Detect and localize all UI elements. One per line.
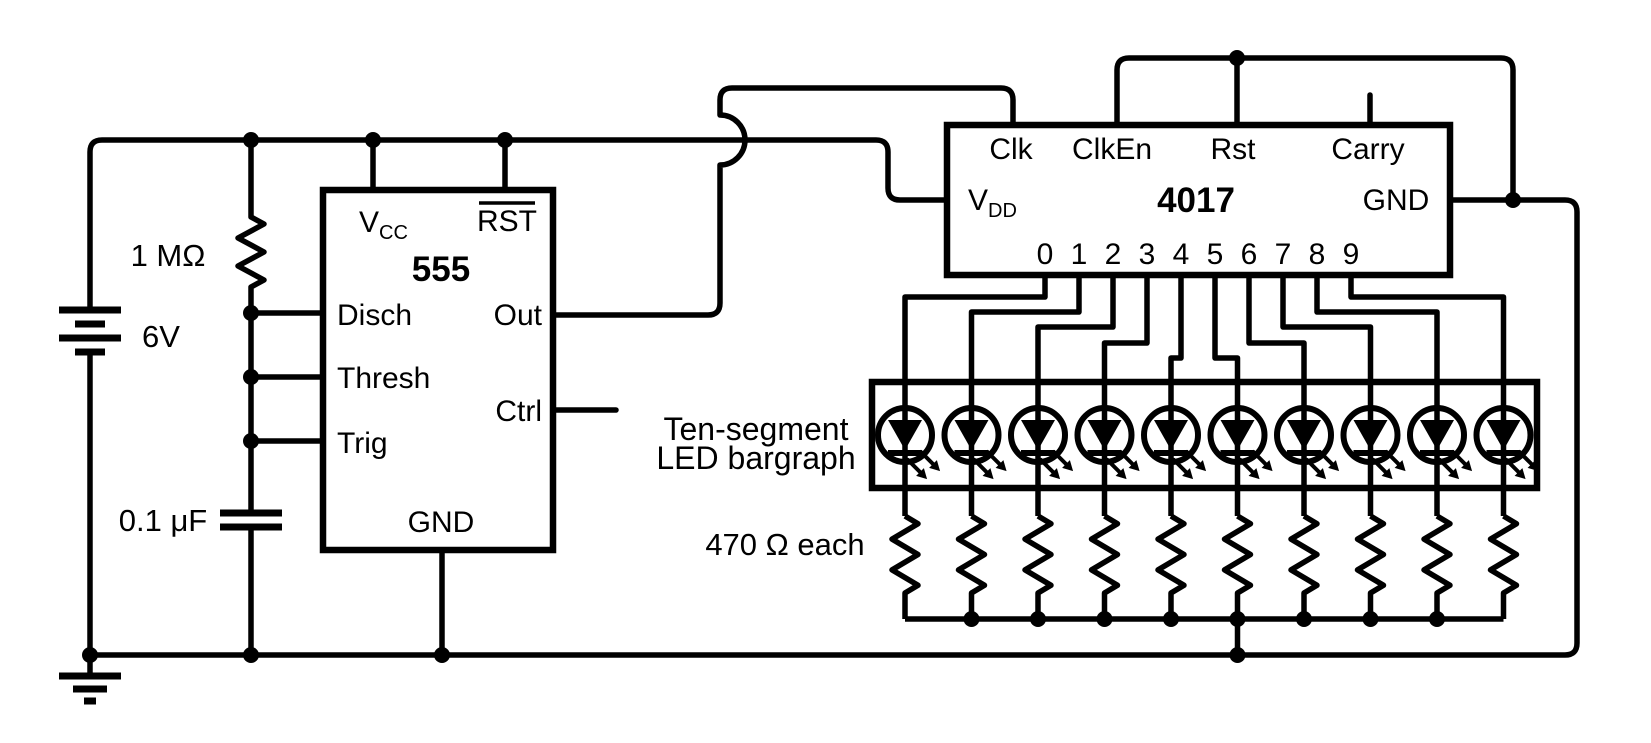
wire-ground-rail: [90, 197, 1580, 658]
led-symbol-5: [1207, 382, 1273, 516]
output-wire-4: [1168, 275, 1184, 382]
label-resistors-value: 470 Ω each: [705, 527, 864, 562]
label-4017-clken: ClkEn: [1072, 133, 1152, 166]
led-symbol-3: [1074, 382, 1140, 516]
label-4017-rst: Rst: [1211, 133, 1257, 166]
label-output-5: 5: [1207, 238, 1224, 271]
label-bargraph-line1: Ten-segment: [664, 411, 849, 447]
junction-dot: [1030, 611, 1046, 627]
junction-dots: [82, 50, 1521, 663]
junction-dot: [1163, 611, 1179, 627]
resistor-1mohm: [235, 140, 267, 513]
label-c1-value: 0.1 μF: [119, 503, 208, 538]
led-bargraph-body: [868, 378, 1541, 492]
chip-555-body: [319, 186, 557, 554]
junction-dot: [82, 647, 98, 663]
resistor-470-0: [889, 513, 921, 619]
label-4017-vdd: VDD: [968, 184, 1017, 222]
junction-dot: [1229, 647, 1246, 663]
output-wire-3: [1101, 275, 1150, 382]
output-wire-1: [968, 275, 1082, 382]
junction-dot: [497, 132, 513, 148]
capacitor-symbol: [220, 509, 282, 655]
resistor-470-5: [1221, 513, 1254, 619]
led-symbol-2: [1008, 382, 1074, 516]
label-output-7: 7: [1275, 238, 1292, 271]
label-output-0: 0: [1037, 238, 1054, 271]
junction-dot: [1229, 611, 1246, 627]
resistor-470-1: [955, 513, 988, 619]
label-555-trig: Trig: [337, 427, 388, 460]
resistor-470-3: [1088, 513, 1121, 619]
resistor-470-4: [1155, 513, 1187, 619]
led-symbol-8: [1407, 382, 1473, 516]
label-555-rst: RST: [477, 205, 537, 238]
junction-dot: [365, 132, 381, 148]
label-4017-gnd: GND: [1363, 184, 1430, 217]
junction-dot: [1429, 611, 1445, 627]
wire-power-rail: [87, 137, 947, 310]
label-battery-voltage: 6V: [142, 319, 180, 354]
label-4017-name: 4017: [1157, 181, 1235, 220]
label-4017-clk: Clk: [989, 133, 1033, 166]
label-555-disch: Disch: [337, 299, 412, 332]
led-symbol-6: [1274, 382, 1340, 516]
junction-dot: [1096, 611, 1113, 627]
label-4017-carry: Carry: [1331, 133, 1404, 166]
output-wire-9: [1348, 275, 1507, 382]
output-wire-6: [1246, 275, 1307, 382]
junction-dot: [1229, 50, 1245, 66]
led-symbol-4: [1141, 382, 1207, 516]
label-555-name: 555: [412, 250, 470, 289]
junction-dot: [243, 369, 259, 385]
led-symbol-9: [1473, 382, 1539, 516]
led-symbol-7: [1340, 382, 1406, 516]
led-symbol-1: [941, 382, 1007, 516]
output-wire-8: [1314, 275, 1440, 382]
label-output-6: 6: [1241, 238, 1258, 271]
wire-clken-rst-to-gnd: [1114, 55, 1516, 200]
ground-symbol: [59, 672, 121, 705]
resistors-470: [889, 513, 1520, 619]
junction-dot: [243, 132, 259, 148]
label-555-gnd: GND: [408, 506, 475, 539]
chip-4017-body: [943, 121, 1454, 279]
label-output-2: 2: [1105, 238, 1122, 271]
output-wire-0: [902, 275, 1048, 382]
junction-dot: [243, 305, 259, 321]
label-output-8: 8: [1309, 238, 1326, 271]
label-r1-value: 1 MΩ: [131, 238, 206, 273]
junction-dot: [243, 647, 259, 663]
output-wire-7: [1280, 275, 1374, 382]
output-wire-2: [1035, 275, 1116, 382]
label-output-4: 4: [1173, 238, 1190, 271]
output-wire-5: [1212, 275, 1241, 382]
junction-dot: [963, 611, 980, 627]
junction-dot: [434, 647, 450, 663]
output-wires: [902, 275, 1507, 382]
resistor-470-9: [1487, 513, 1520, 619]
label-output-9: 9: [1343, 238, 1360, 271]
resistor-470-8: [1421, 513, 1453, 619]
label-555-thresh: Thresh: [337, 362, 430, 395]
label-output-3: 3: [1139, 238, 1156, 271]
junction-dot: [1505, 192, 1521, 208]
label-bargraph-line2: LED bargraph: [656, 440, 855, 476]
battery-symbol: [59, 306, 121, 356]
label-555-ctrl: Ctrl: [495, 395, 542, 428]
resistor-470-7: [1354, 513, 1387, 619]
label-output-1: 1: [1071, 238, 1088, 271]
junction-dot: [243, 433, 259, 449]
led-symbol-0: [875, 382, 941, 516]
junction-dot: [1296, 611, 1312, 627]
resistor-470-2: [1022, 513, 1054, 619]
resistor-470-6: [1288, 513, 1320, 619]
wire-out-to-clk: [553, 85, 1016, 318]
label-555-out: Out: [494, 299, 543, 332]
led-symbols: [875, 382, 1539, 516]
junction-dot: [1362, 611, 1379, 627]
label-555-vcc: VCC: [359, 206, 408, 244]
